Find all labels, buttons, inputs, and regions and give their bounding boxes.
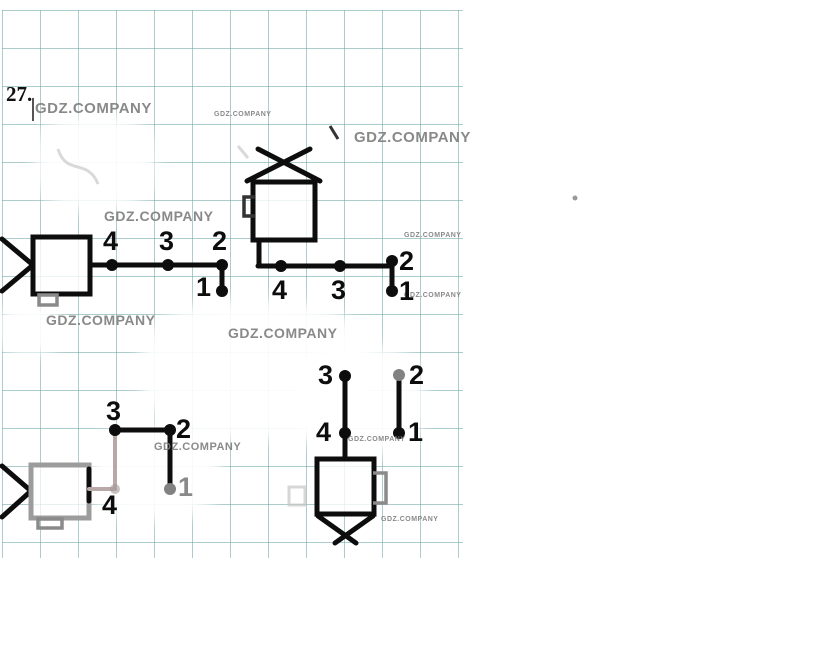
house-chimney xyxy=(36,517,64,530)
point-label-3: 3 xyxy=(318,360,334,390)
point-dot-1 xyxy=(393,427,405,439)
figure-bottom-right-house-path xyxy=(287,369,405,546)
point-dot-2 xyxy=(393,369,405,381)
roof-line xyxy=(332,513,376,546)
figure-left-house-path xyxy=(0,234,228,307)
roof-line xyxy=(244,146,313,184)
point-dot-2 xyxy=(216,259,228,271)
scan-scribble xyxy=(56,148,100,185)
watermark: GDZ.COMPANY xyxy=(214,111,272,118)
house-body xyxy=(28,462,92,521)
point-dot-1 xyxy=(216,285,228,297)
point-label-2: 2 xyxy=(212,226,228,256)
scan-fade-patch xyxy=(35,115,155,210)
watermark: GDZ.COMPANY xyxy=(348,436,406,443)
scan-scribble xyxy=(236,145,250,159)
scan-fade-patch xyxy=(90,425,220,520)
watermark: GDZ.COMPANY xyxy=(404,232,462,239)
point-label-1: 1 xyxy=(399,276,415,306)
tree-arrow-icon xyxy=(0,236,36,294)
point-label-2: 2 xyxy=(176,414,192,444)
scan-ghost-mark xyxy=(287,485,307,507)
watermark: GDZ.COMPANY xyxy=(381,516,439,523)
point-label-1: 1 xyxy=(408,417,424,447)
point-label-3: 3 xyxy=(331,275,347,305)
watermark: GDZ.COMPANY xyxy=(154,441,242,453)
watermark: GDZ.COMPANY xyxy=(104,208,214,224)
point-dot-3 xyxy=(109,424,121,436)
point-label-1: 1 xyxy=(178,472,194,502)
point-label-4: 4 xyxy=(103,226,119,256)
watermark: GDZ.COMPANY xyxy=(404,292,462,299)
point-dot-1 xyxy=(164,483,176,495)
point-label-4: 4 xyxy=(272,275,288,305)
figure-top-house-path xyxy=(242,146,398,297)
scan-speck xyxy=(572,195,578,201)
roof-line xyxy=(315,513,359,546)
scan-fade-patch xyxy=(0,300,60,355)
point-dot-2 xyxy=(386,255,398,267)
point-label-3: 3 xyxy=(106,396,122,426)
point-label-4: 4 xyxy=(102,490,118,520)
figure-bottom-left-house-path xyxy=(0,424,176,530)
scan-speck xyxy=(328,125,340,140)
point-dot-3 xyxy=(339,370,351,382)
point-dot-4 xyxy=(339,427,351,439)
watermark: GDZ.COMPANY xyxy=(354,129,471,146)
point-dot-3 xyxy=(162,259,174,271)
point-label-4: 4 xyxy=(316,417,332,447)
roof-line xyxy=(255,146,323,184)
watermark: GDZ.COMPANY xyxy=(35,100,152,117)
point-label-2: 2 xyxy=(399,246,415,276)
house-body xyxy=(250,179,318,243)
point-dot-2 xyxy=(164,424,176,436)
tree-arrow-icon xyxy=(0,463,34,520)
point-dot-4 xyxy=(275,260,287,272)
point-dot-1 xyxy=(386,285,398,297)
house-body xyxy=(314,456,377,517)
point-label-1: 1 xyxy=(196,272,212,302)
point-dot-4 xyxy=(106,259,118,271)
point-label-2: 2 xyxy=(409,360,425,390)
house-chimney xyxy=(373,471,388,505)
house-chimney xyxy=(37,293,59,307)
house-body xyxy=(30,234,93,297)
point-dot-3 xyxy=(334,260,346,272)
exercise-number: 27. xyxy=(6,82,33,106)
point-label-3: 3 xyxy=(159,226,175,256)
house-chimney xyxy=(242,195,255,218)
watermark: GDZ.COMPANY xyxy=(228,325,338,341)
point-dot-4 xyxy=(110,484,120,494)
watermark: GDZ.COMPANY xyxy=(46,312,156,328)
